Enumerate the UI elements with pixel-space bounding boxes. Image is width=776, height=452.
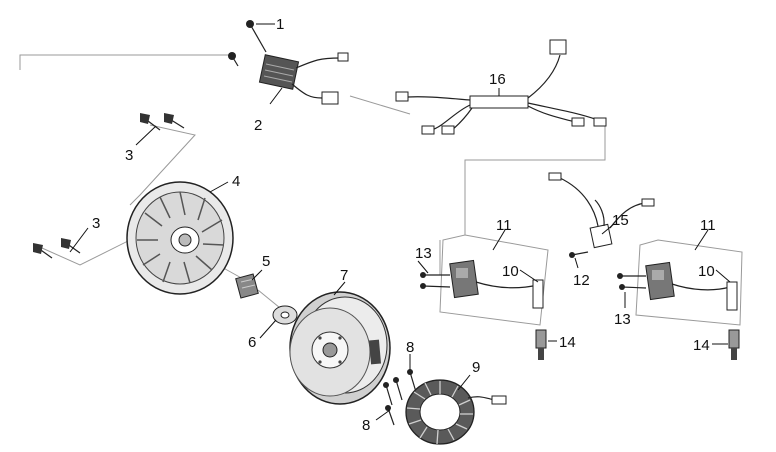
spark-plug-part-14-right (728, 329, 740, 360)
bolt-part-3-lower (33, 238, 81, 259)
callout-12: 12 (573, 272, 590, 289)
callout-11-right: 11 (700, 217, 716, 234)
callout-2: 2 (254, 117, 262, 134)
callout-10-left: 10 (502, 263, 519, 280)
wire-harness-part-16 (395, 39, 607, 135)
ignition-coil-part-11-right (635, 239, 743, 326)
callout-3-upper: 3 (125, 147, 133, 164)
flywheel-part-7 (289, 291, 391, 405)
callout-labels: 1 2 3 3 4 5 6 7 8 8 9 10 10 11 11 12 13 … (92, 16, 716, 434)
cooling-fan-part-4 (126, 181, 234, 295)
callout-16: 16 (489, 71, 506, 88)
screw-part-12 (569, 251, 589, 258)
callout-1: 1 (276, 16, 284, 33)
callout-7: 7 (340, 267, 348, 284)
callout-leader-lines (69, 23, 731, 421)
callout-5: 5 (262, 253, 270, 270)
spark-plug-part-14-left (535, 329, 547, 360)
callout-8-lower: 8 (362, 417, 370, 434)
callout-13-right: 13 (614, 311, 631, 328)
callout-4: 4 (232, 173, 240, 190)
callout-11-left: 11 (496, 217, 512, 234)
ignition-coil-part-11-left (439, 234, 549, 326)
callout-9: 9 (472, 359, 480, 376)
callout-13-left: 13 (415, 245, 432, 262)
assembly-guide-lines (19, 54, 606, 313)
stator-coil-part-9 (405, 379, 507, 445)
callout-14-left: 14 (559, 334, 576, 351)
callout-10-right: 10 (698, 263, 715, 280)
callout-15: 15 (612, 212, 629, 229)
connector-part-15 (548, 172, 655, 249)
washer-part-6 (272, 305, 298, 325)
bolt-part-3-upper (140, 113, 185, 131)
screw-part-1 (228, 20, 267, 67)
callout-8-upper: 8 (406, 339, 414, 356)
callout-14-right: 14 (693, 337, 710, 354)
coil-screw-part-13-left (420, 272, 451, 289)
coil-screw-part-13-right (617, 273, 647, 290)
callout-6: 6 (248, 334, 256, 351)
voltage-regulator-part-2 (258, 52, 349, 105)
callout-3-lower: 3 (92, 215, 100, 232)
